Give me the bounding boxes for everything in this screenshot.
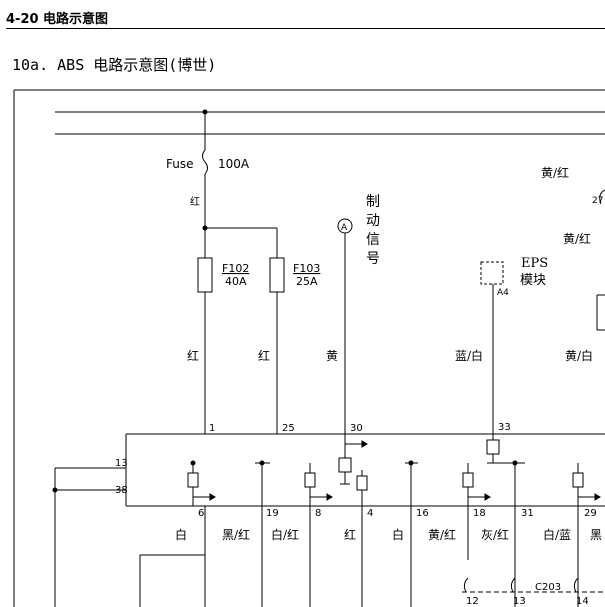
module-pin-4: 4 — [367, 508, 373, 519]
wire-label-upper-4: 蓝/白 — [455, 348, 483, 363]
wire-label-lower-9: 黑 — [590, 528, 602, 542]
fuse-wire-color: 红 — [190, 195, 200, 208]
wire-label-lower-1: 白 — [175, 527, 187, 542]
connector-c203-label: C203 — [535, 582, 561, 593]
module-pin-33: 33 — [498, 422, 511, 433]
page-title: 4-20 电路示意图 — [6, 12, 109, 27]
wire-label-lower-2: 黑/红 — [222, 527, 250, 542]
right-wire-top: 黄/红 — [541, 165, 569, 180]
wire-label-upper-3: 黄 — [326, 349, 338, 363]
wire-label-lower-4: 红 — [344, 527, 356, 542]
right-pin: 27 — [592, 196, 603, 206]
brake-signal-char-2: 动 — [366, 213, 380, 229]
wire-label-lower-8: 白/蓝 — [543, 527, 571, 542]
module-pin-6: 6 — [198, 508, 204, 519]
page-header: 4-20 电路示意图 — [6, 6, 605, 29]
brake-signal-char-1: 制 — [366, 194, 380, 210]
eps-pin: A4 — [497, 288, 509, 298]
fuse-f102-rating: 40A — [225, 275, 247, 288]
fuse-f102-id: F102 — [222, 262, 249, 275]
wire-label-lower-6: 黄/红 — [428, 527, 456, 542]
c203-pin-14: 14 — [576, 596, 589, 607]
module-pin-38: 38 — [115, 485, 128, 496]
module-pin-30: 30 — [350, 423, 363, 434]
wire-label-lower-5: 白 — [392, 527, 404, 542]
module-pin-25: 25 — [282, 423, 295, 434]
fuse-label: Fuse — [166, 157, 194, 171]
module-pin-29: 29 — [584, 508, 597, 519]
fuse-rating: 100A — [218, 157, 250, 171]
right-circuit — [596, 189, 605, 331]
module-pin-19: 19 — [266, 508, 279, 519]
module-pin-13: 13 — [115, 458, 128, 469]
fuse-f103-id: F103 — [293, 262, 320, 275]
diagram-frame — [13, 89, 605, 607]
eps-module-box — [480, 261, 504, 434]
module-pin-18: 18 — [473, 508, 486, 519]
wire-label-upper-2: 红 — [258, 348, 270, 363]
wire-label-lower-7: 灰/红 — [481, 527, 509, 542]
brake-signal-char-3: 信 — [366, 232, 380, 248]
abs-module-box — [52, 433, 605, 607]
module-pin-16: 16 — [416, 508, 429, 519]
wire-label-upper-1: 红 — [187, 348, 199, 363]
section-title: 10a. ABS 电路示意图(博世) — [12, 56, 217, 74]
c203-pin-12: 12 — [466, 596, 479, 607]
main-fuse — [197, 109, 285, 434]
right-wire-mid: 黄/红 — [563, 231, 591, 246]
eps-label: EPS — [521, 256, 548, 271]
brake-signal-connector — [337, 218, 353, 434]
brake-signal-char-4: 号 — [366, 251, 380, 267]
eps-module-label: 模块 — [520, 273, 546, 288]
wire-label-upper-5: 黄/白 — [565, 348, 593, 363]
module-pin-1: 1 — [209, 423, 215, 434]
wire-label-lower-3: 白/红 — [271, 527, 299, 542]
module-pin-31: 31 — [521, 508, 534, 519]
c203-pin-13: 13 — [513, 596, 526, 607]
connector-a-label: A — [341, 223, 348, 233]
module-pin-8: 8 — [315, 508, 321, 519]
fuse-f103-rating: 25A — [296, 275, 318, 288]
